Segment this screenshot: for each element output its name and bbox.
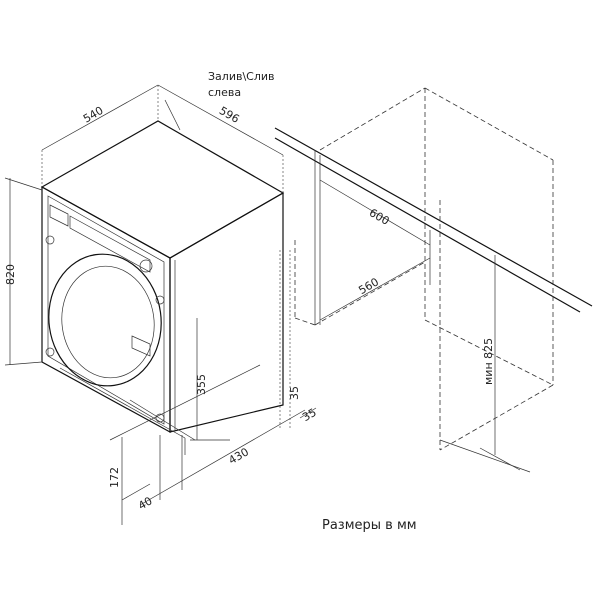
plinth-depth-label: 430 xyxy=(226,445,251,467)
plinth-line xyxy=(59,367,186,439)
washer-side-face xyxy=(169,191,284,433)
hose-leader-line xyxy=(164,99,181,131)
front-panel-frame xyxy=(47,195,165,425)
kitchen-niche xyxy=(274,87,593,473)
door-glass xyxy=(61,265,155,379)
washing-machine xyxy=(40,120,285,455)
door-handle xyxy=(131,335,151,357)
washer-front-face xyxy=(41,185,171,434)
mounting-screws xyxy=(45,235,165,423)
washer-top-face xyxy=(40,120,285,259)
countertop-top-edge xyxy=(274,127,593,307)
min-height-label: мин 825 xyxy=(482,338,495,385)
display-panel xyxy=(49,204,69,227)
hose-note-line2: слева xyxy=(208,86,241,99)
plinth-height-label: 172 xyxy=(108,467,121,488)
depth-label: 540 xyxy=(81,104,106,126)
plinth-offset-label: 40 xyxy=(136,494,155,512)
height-label: 820 xyxy=(4,264,17,285)
countertop-bottom-edge xyxy=(274,137,581,313)
program-knob xyxy=(139,259,153,273)
gap-side-label: 35 xyxy=(288,386,301,400)
door-height-label: 355 xyxy=(195,374,208,395)
gap-back-label: 35 xyxy=(300,406,319,424)
niche-depth-label: 560 xyxy=(356,275,381,297)
niche-width-label: 600 xyxy=(367,206,392,228)
dimension-lines xyxy=(4,84,317,525)
door-outer xyxy=(48,253,162,387)
units-note: Размеры в мм xyxy=(322,518,417,533)
hose-note-line1: Залив\Слив xyxy=(208,70,275,83)
width-label: 596 xyxy=(217,104,242,126)
control-strip xyxy=(69,215,151,273)
